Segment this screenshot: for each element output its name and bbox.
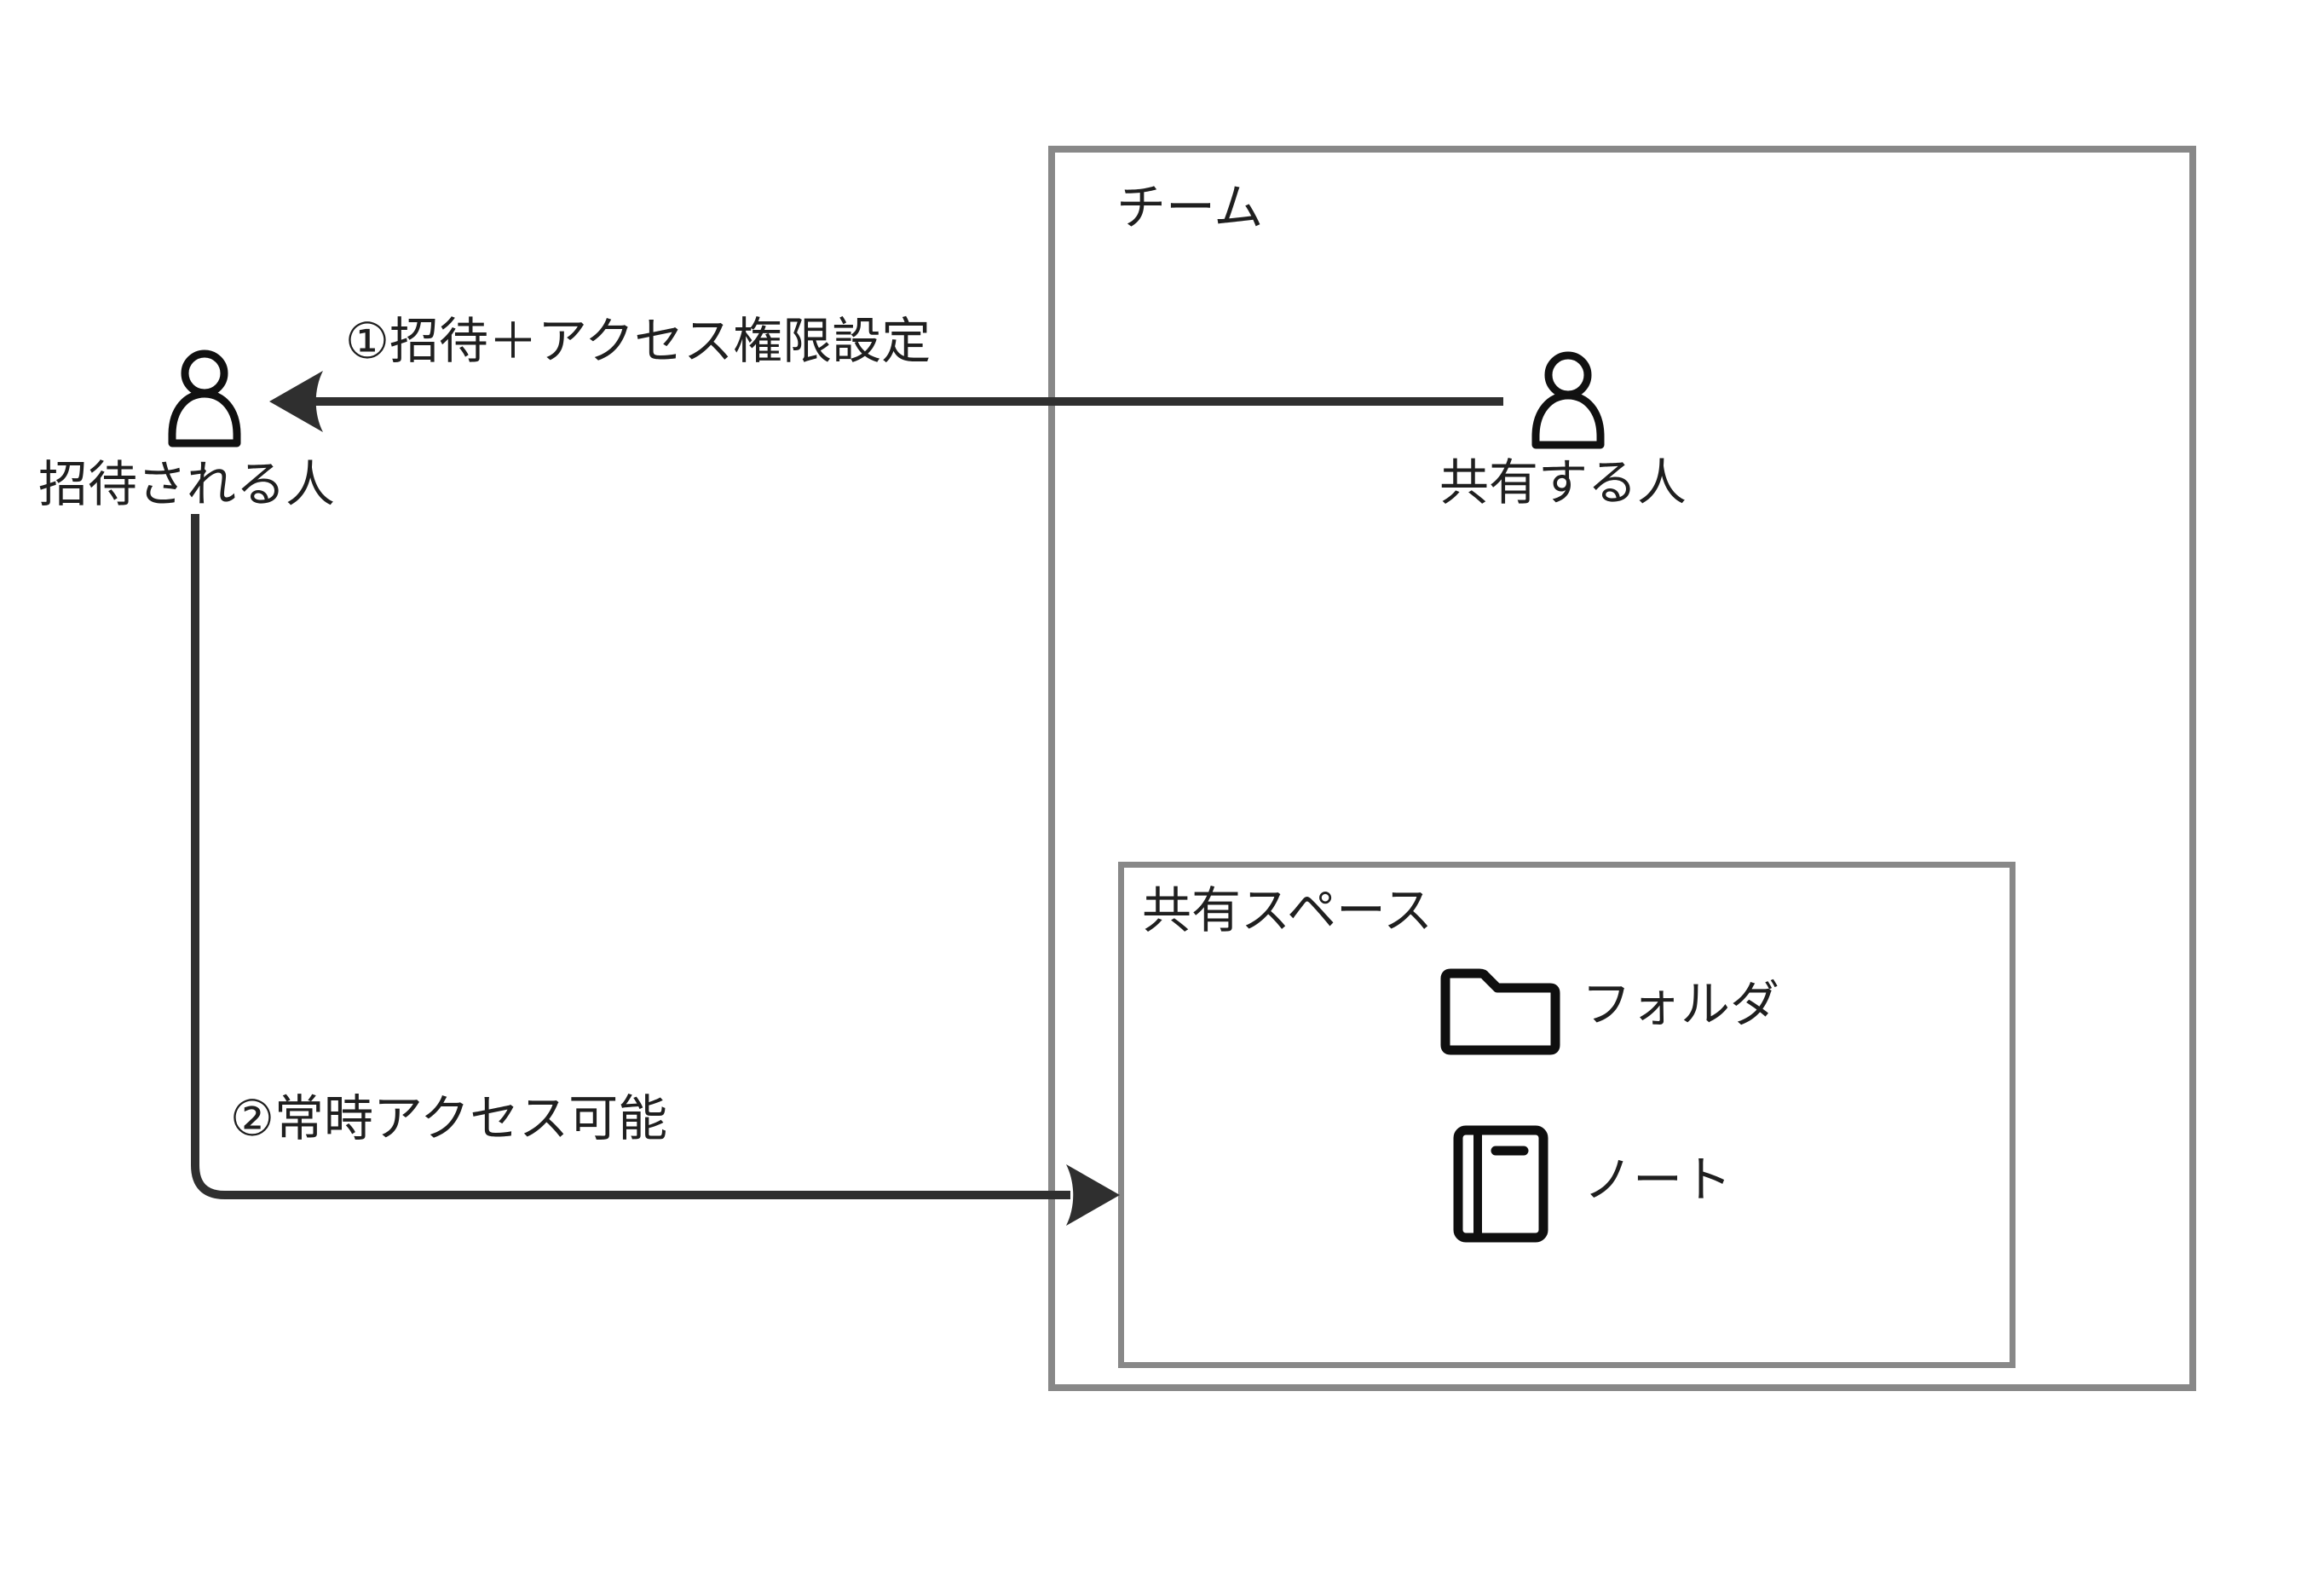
note-icon [1453,1125,1548,1243]
team-box-title: チーム [1116,180,1264,235]
person-icon [1531,351,1605,449]
folder-label: フォルダ [1582,977,1780,1032]
arrow-invite-label: ①招待＋アクセス権限設定 [345,314,931,369]
shared-space-title: 共有スペース [1142,883,1433,938]
note-label: ノート [1583,1152,1733,1208]
team-box: チーム 共有する人 共有スペース フォルダ ノート [1048,146,2196,1391]
invitee-label: 招待される人 [38,457,336,512]
folder-icon [1440,968,1560,1055]
shared-space-box: 共有スペース フォルダ ノート [1118,862,2015,1368]
sharer-label: 共有する人 [1439,455,1687,511]
person-icon [168,349,241,447]
arrow-access-label: ②常時アクセス可能 [230,1091,668,1146]
